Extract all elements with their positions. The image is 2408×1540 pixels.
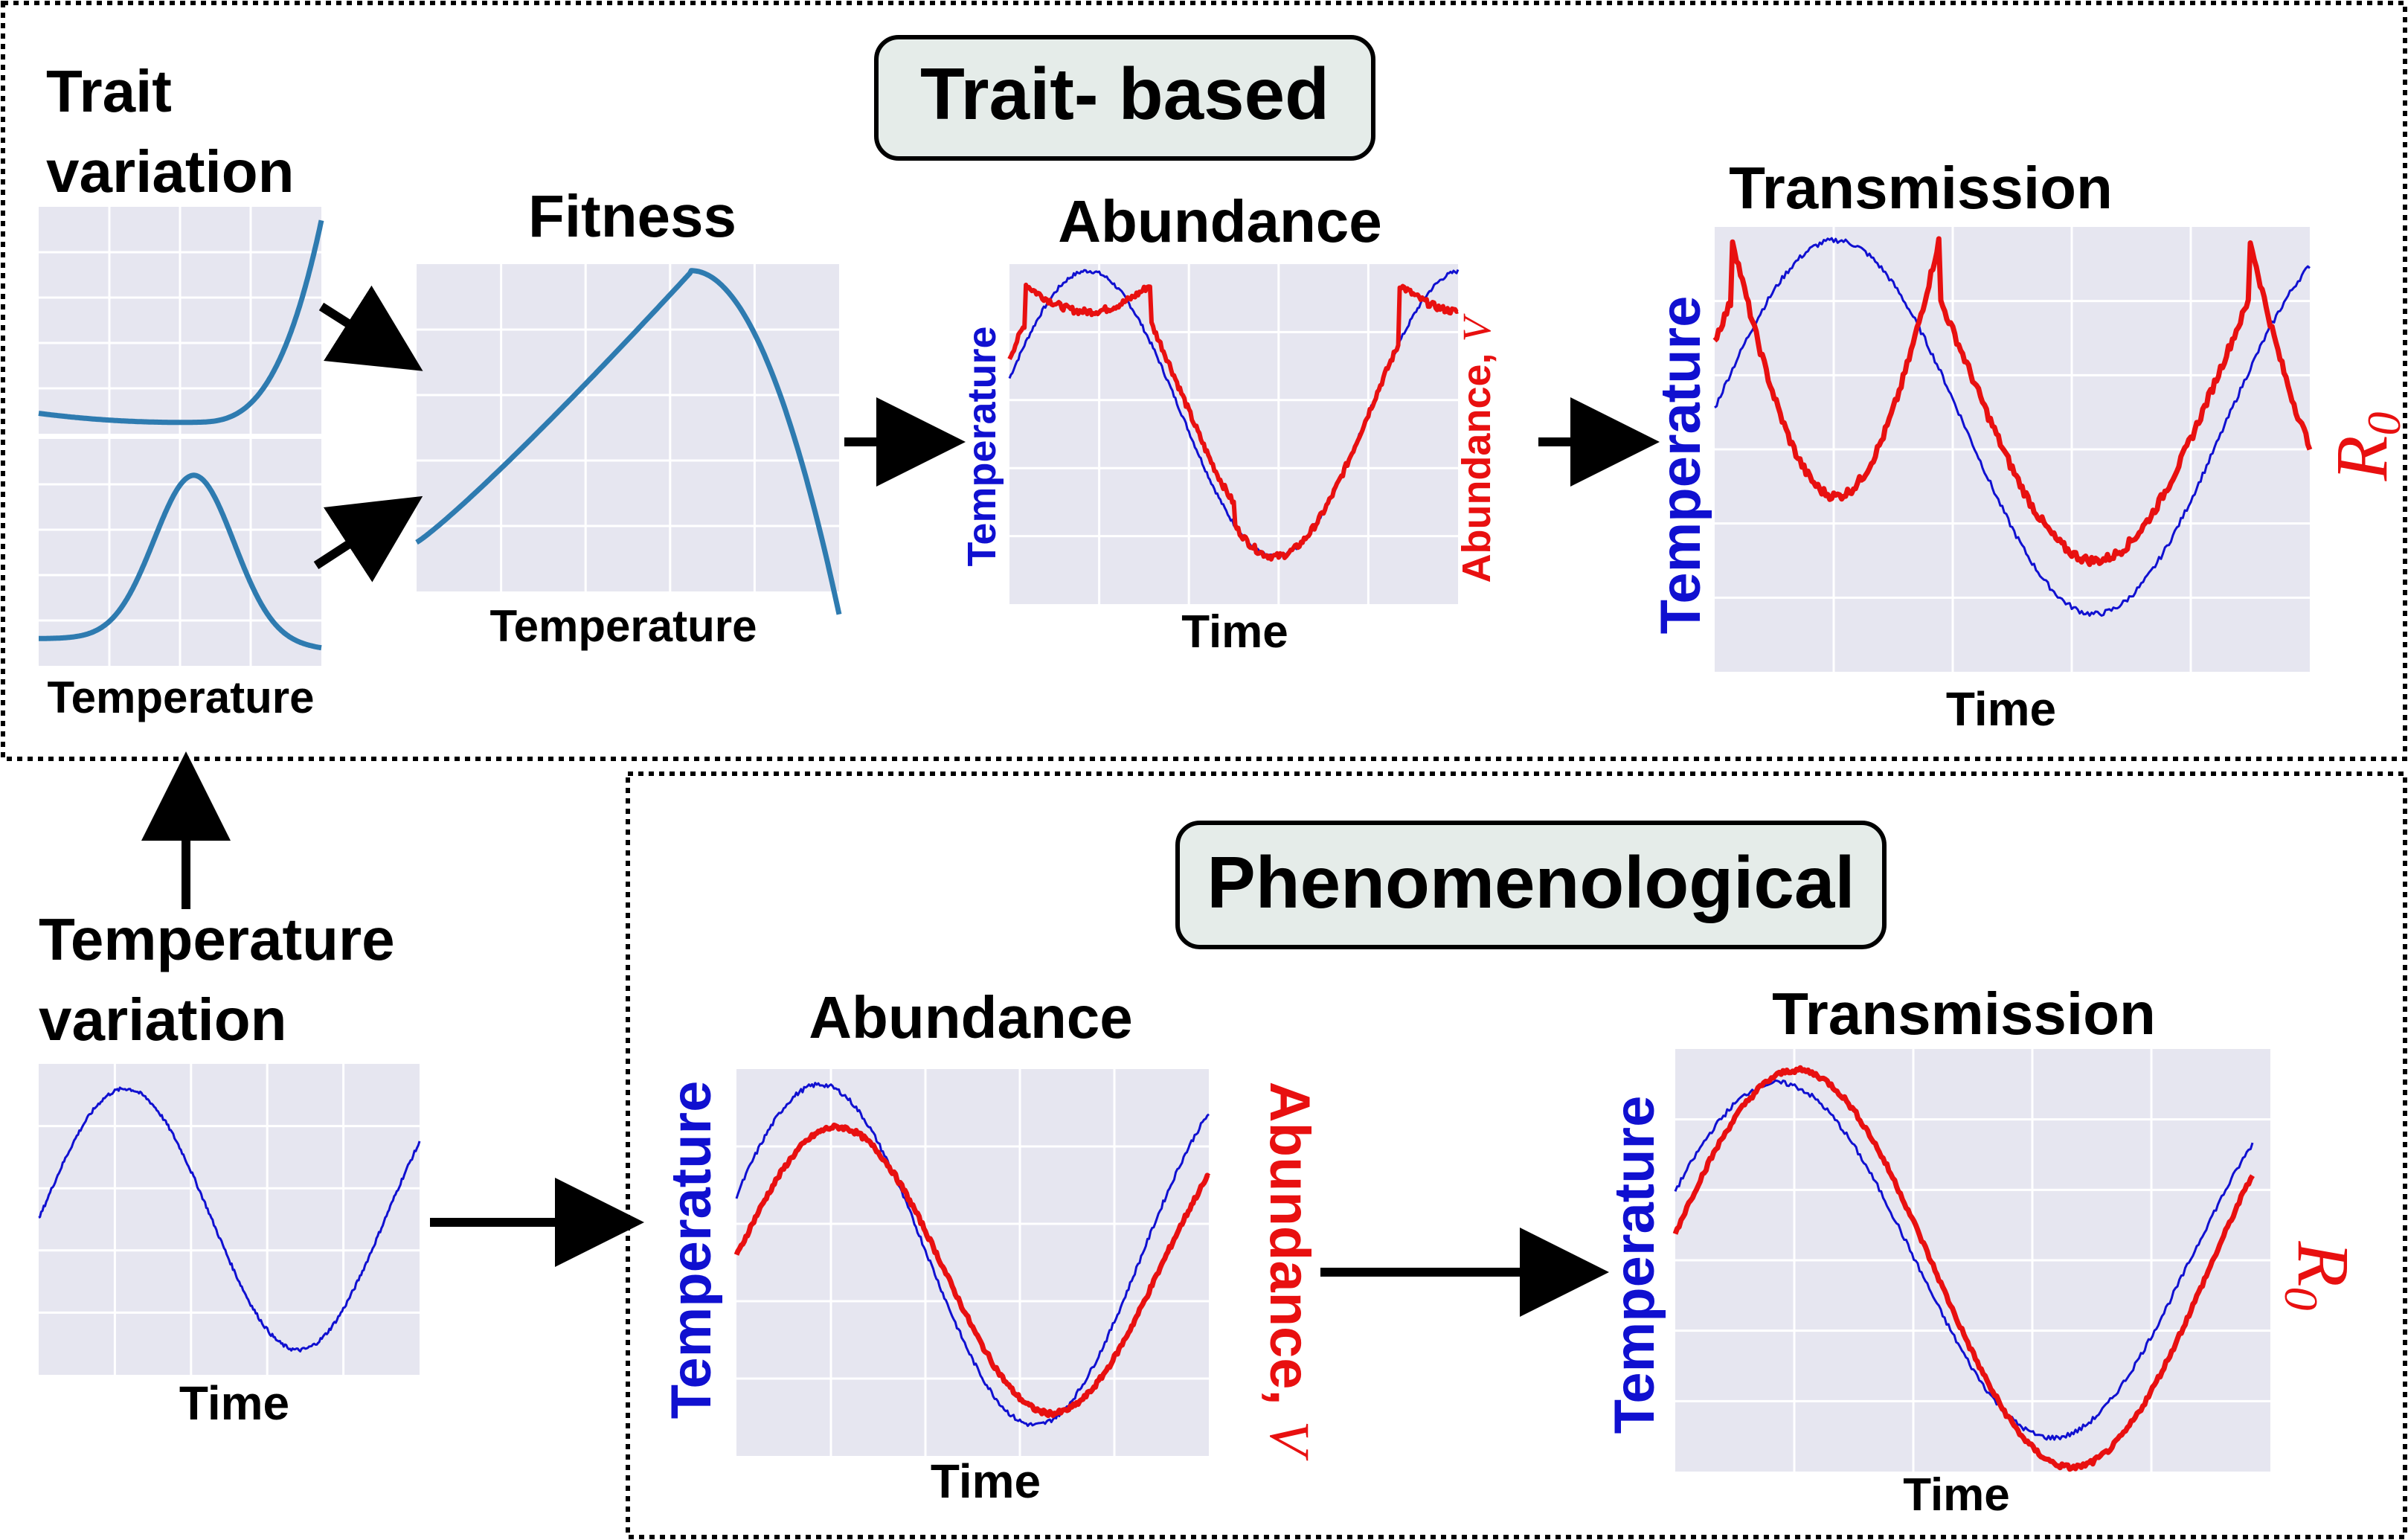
ph-transmission-temperature-line: [1674, 1079, 2254, 1441]
tb-transmission-left-ylabel: Temperature: [1649, 296, 1712, 635]
ph-abundance-title: Abundance: [809, 984, 1133, 1050]
ph-abundance-left-ylabel: Temperature: [660, 1081, 723, 1419]
ph-transmission-right-ylabel: R0: [2275, 1240, 2365, 1310]
ph-abundance-temperature-line: [735, 1082, 1210, 1428]
fitness-xlabel: Temperature: [489, 601, 757, 651]
fitness-panel: [417, 264, 839, 591]
trait-curve-upper: [36, 219, 324, 426]
tb-transmission-right-ylabel: R0: [2320, 411, 2408, 481]
tb-abundance-xlabel: Time: [1181, 606, 1288, 658]
trait-based-badge-label: Trait- based: [920, 53, 1329, 135]
tb-abundance-title: Abundance: [1058, 188, 1382, 254]
ph-abundance-abundance-line: [733, 1122, 1211, 1419]
tb-abundance-abundance-line: [1007, 282, 1459, 562]
ph-transmission-right-symbol: R: [2282, 1240, 2365, 1286]
ph-abundance-panel-background: [736, 1069, 1209, 1456]
arrow-down-right-icon: [318, 285, 423, 371]
temp-variation-title-line1: Temperature: [39, 906, 395, 972]
ph-transmission-r0-line: [1672, 1065, 2255, 1472]
tb-abundance-right-ylabel-text: Abundance,: [1454, 341, 1499, 583]
ph-abundance-right-symbol: V: [1258, 1421, 1320, 1461]
tb-transmission-right-symbol: R: [2320, 435, 2403, 481]
phenomenological-badge: Phenomenological: [1175, 821, 1887, 949]
tb-abundance-right-symbol: V: [1454, 312, 1499, 341]
tb-transmission-r0-line: [1712, 236, 2313, 568]
temp-variation-panel-background: [39, 1064, 420, 1375]
ph-transmission-left-ylabel: Temperature: [1603, 1096, 1666, 1434]
tb-transmission-title: Transmission: [1729, 155, 2113, 221]
fitness-panel-background: [417, 264, 839, 591]
trait-based-badge: Trait- based: [874, 35, 1375, 161]
trait-based-frame: [1, 1, 2407, 761]
tb-abundance-right-ylabel: Abundance, V: [1454, 312, 1499, 583]
tb-abundance-panel-background: [1009, 264, 1458, 604]
fitness-title: Fitness: [528, 183, 736, 249]
tb-transmission-panel: [1715, 227, 2310, 672]
temp-variation-panel: [39, 1064, 420, 1375]
fitness-curve: [415, 268, 842, 615]
trait-xlabel: Temperature: [47, 673, 314, 722]
tb-abundance-left-ylabel: Temperature: [960, 326, 1004, 566]
ph-abundance-right-ylabel-text: Abundance,: [1258, 1082, 1321, 1421]
tb-transmission-temperature-line: [1714, 237, 2311, 617]
temp-variation-line: [38, 1086, 421, 1353]
trait-panel-lower: [39, 439, 321, 666]
trait-curve-lower: [36, 472, 324, 651]
tb-transmission-right-sub: 0: [2357, 411, 2408, 435]
phenomenological-frame: [626, 771, 2407, 1539]
ph-transmission-title: Transmission: [1772, 981, 2156, 1047]
ph-abundance-panel: [736, 1069, 1209, 1456]
ph-transmission-xlabel: Time: [1903, 1469, 2010, 1521]
tb-abundance-panel: [1009, 264, 1458, 604]
phenomenological-badge-label: Phenomenological: [1207, 841, 1855, 923]
trait-variation-title-line1: Trait: [46, 58, 172, 124]
tb-transmission-xlabel: Time: [1946, 682, 2056, 736]
temp-variation-xlabel: Time: [179, 1376, 289, 1430]
trait-variation-title-line2: variation: [46, 138, 294, 205]
ph-transmission-panel: [1675, 1049, 2270, 1472]
ph-transmission-right-sub: 0: [2275, 1287, 2328, 1311]
ph-abundance-xlabel: Time: [931, 1454, 1041, 1508]
temp-variation-title-line2: variation: [39, 986, 286, 1053]
trait-panel-upper: [39, 207, 321, 434]
arrow-up-right-icon: [313, 495, 423, 583]
ph-abundance-right-ylabel: Abundance, V: [1258, 1082, 1321, 1461]
